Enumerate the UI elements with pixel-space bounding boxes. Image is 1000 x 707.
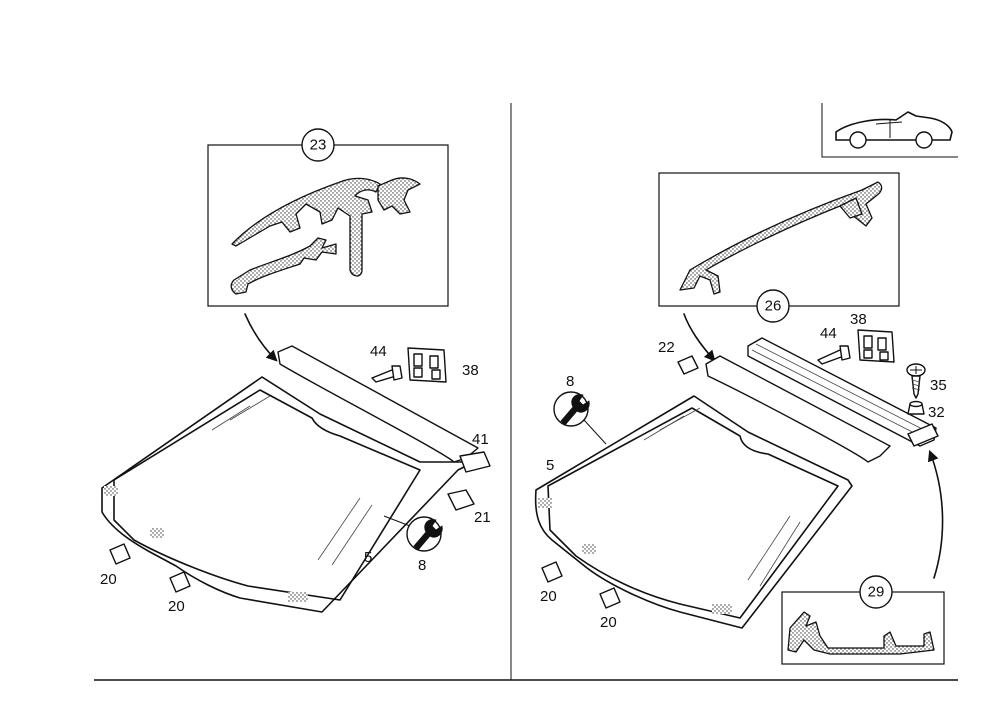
- screw-35: [906, 363, 926, 399]
- spacer-21: [447, 489, 475, 511]
- detail-box-23: [207, 144, 449, 307]
- label-20-right-a: 20: [540, 588, 557, 605]
- label-38-left: 38: [462, 362, 479, 379]
- callout-23-circle: [301, 128, 335, 162]
- label-41: 41: [472, 431, 489, 448]
- label-35: 35: [930, 377, 947, 394]
- label-8-right: 8: [566, 373, 574, 390]
- label-21: 21: [474, 509, 491, 526]
- callout-23-label: 23: [310, 137, 327, 154]
- spacer-block-20-a: [109, 543, 131, 565]
- callout-29-label: 29: [868, 584, 885, 601]
- convertible-car-icon: [835, 111, 953, 149]
- spacer-block-20-c: [541, 561, 563, 583]
- rivet-pin-44-right: [817, 345, 851, 365]
- nut-32: [907, 400, 925, 415]
- label-44-right: 44: [820, 325, 837, 342]
- label-5-right: 5: [546, 457, 554, 474]
- label-32: 32: [928, 404, 945, 421]
- molding-strip-right: [705, 355, 891, 463]
- callout-26-label: 26: [765, 298, 782, 315]
- clip-38-right: [857, 329, 895, 363]
- callout-26-circle: [756, 289, 790, 323]
- spacer-block-20-d: [599, 587, 621, 609]
- seal-profile-26: [679, 181, 883, 295]
- frame-rail: [747, 337, 939, 447]
- spacer-block-20-b: [169, 571, 191, 593]
- label-22: 22: [658, 339, 675, 356]
- label-44-left: 44: [370, 343, 387, 360]
- clip-22: [677, 355, 699, 375]
- rivet-pin-44: [371, 365, 403, 383]
- end-cap-41: [459, 451, 491, 473]
- molding-strip-left: [277, 345, 479, 463]
- label-20-left-a: 20: [100, 571, 117, 588]
- wrench-icon: [413, 519, 443, 551]
- seal-profile-23: [230, 177, 421, 295]
- detail-26-arrow: [683, 313, 716, 362]
- callout-29-circle: [859, 575, 893, 609]
- wrench-icon-right: [560, 394, 590, 426]
- detail-29-arrow: [927, 449, 944, 579]
- detail-23-arrow: [244, 313, 278, 362]
- label-8-left: 8: [418, 557, 426, 574]
- windshield-right: [534, 395, 853, 629]
- clip-38-left: [407, 347, 447, 383]
- label-38-right: 38: [850, 311, 867, 328]
- windshield-left: [101, 376, 475, 613]
- label-20-left-b: 20: [168, 598, 185, 615]
- label-5-left: 5: [364, 549, 372, 566]
- seal-profile-29: [787, 611, 935, 655]
- label-20-right-b: 20: [600, 614, 617, 631]
